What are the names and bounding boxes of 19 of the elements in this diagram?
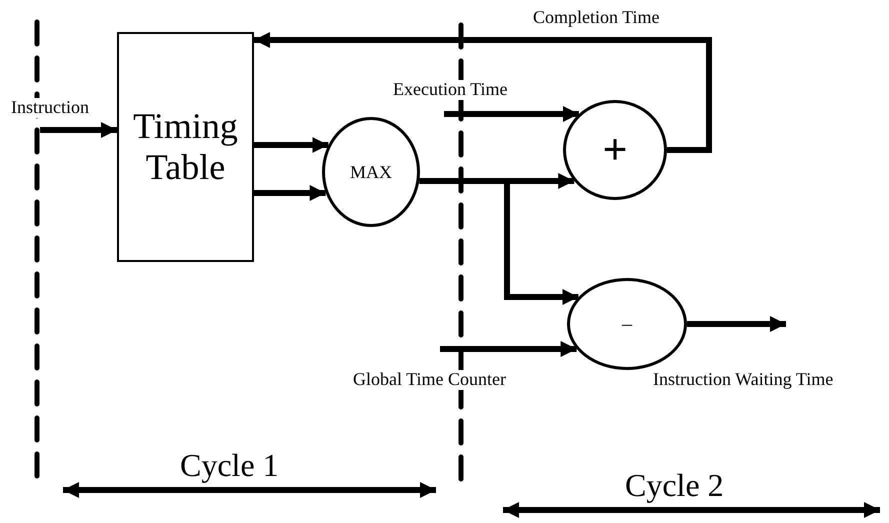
node-label: + bbox=[602, 124, 628, 176]
arrow bbox=[254, 32, 712, 153]
edge-label: Instruction bbox=[10, 98, 90, 118]
arrow bbox=[687, 316, 786, 332]
arrow bbox=[254, 185, 326, 201]
cycle-label: Cycle 2 bbox=[625, 468, 724, 504]
edge-label: Instruction Waiting Time bbox=[652, 370, 834, 390]
arrow bbox=[254, 137, 328, 153]
edge-label: Completion Time bbox=[532, 8, 661, 28]
arrow bbox=[444, 106, 579, 122]
arrow bbox=[440, 341, 577, 357]
node-label: – bbox=[622, 312, 632, 336]
edge-label: Execution Time bbox=[392, 80, 509, 100]
edge-label: Global Time Counter bbox=[352, 370, 508, 390]
node-label: MAX bbox=[350, 162, 392, 182]
node-label: Timing Table bbox=[132, 106, 239, 188]
cycle-label: Cycle 1 bbox=[180, 448, 279, 484]
arrow bbox=[40, 122, 117, 138]
process-box bbox=[117, 32, 254, 262]
